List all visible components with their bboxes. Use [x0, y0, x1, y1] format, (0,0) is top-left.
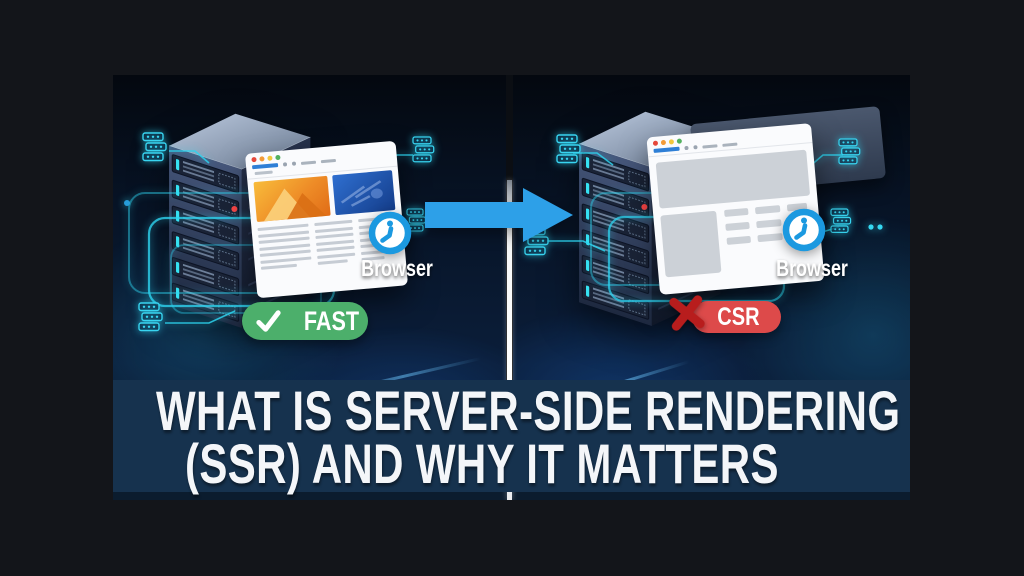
- toolbar-dot-icon: [282, 162, 288, 167]
- minimize-dot-icon: [660, 139, 667, 146]
- title-line-1: WHAT IS SERVER-SIDE RENDERING: [156, 379, 901, 442]
- rendered-content-images: [247, 167, 401, 225]
- mountain-image-icon: [263, 188, 327, 222]
- text-column: [314, 219, 356, 265]
- text-column: [257, 223, 312, 270]
- active-tab-indicator: [251, 163, 279, 170]
- arrow-right-icon: [425, 188, 573, 242]
- secondary-image-rendered: [332, 170, 396, 216]
- close-dot-icon: [251, 156, 257, 163]
- toolbar-dot-icon: [693, 145, 698, 150]
- extra-dot-icon: [676, 138, 683, 144]
- toolbar-dot-icon: [684, 145, 689, 151]
- abstract-image-icon: [341, 180, 384, 207]
- fast-badge-label: FAST: [303, 305, 360, 336]
- csr-badge-label: CSR: [717, 302, 760, 331]
- extra-dot-icon: [275, 154, 281, 161]
- browser-window-rendered: [244, 140, 409, 299]
- clock-icon: [368, 211, 412, 255]
- hero-image-rendered: [253, 175, 332, 223]
- zoom-dot-icon: [668, 139, 675, 145]
- divider-line: [507, 180, 512, 500]
- bookmark-bar: [254, 170, 273, 176]
- toolbar-text-placeholder: [320, 158, 336, 163]
- active-tab-indicator: [653, 146, 680, 153]
- toolbar-text-placeholder: [722, 142, 738, 147]
- checkmark-icon: [256, 309, 281, 332]
- browser-label-text: Browser: [776, 255, 849, 281]
- title-banner: WHAT IS SERVER-SIDE RENDERING (SSR) AND …: [113, 380, 910, 492]
- browser-label: Browser: [765, 255, 860, 282]
- toolbar-text-placeholder: [702, 143, 718, 149]
- close-dot-icon: [652, 140, 659, 146]
- csr-badge: CSR: [692, 301, 781, 333]
- toolbar-text-placeholder: [300, 160, 317, 165]
- browser-label-text: Browser: [361, 255, 433, 281]
- skeleton-column: [724, 207, 754, 272]
- toolbar-dot-icon: [291, 161, 297, 166]
- clock-icon: [782, 208, 826, 252]
- skeleton-image-block: [660, 210, 722, 278]
- cross-icon: [669, 295, 705, 331]
- fast-badge: FAST: [242, 302, 368, 340]
- browser-label: Browser: [351, 255, 443, 282]
- zoom-dot-icon: [267, 155, 273, 161]
- title-line-2: (SSR) AND WHY IT MATTERS: [185, 432, 779, 495]
- minimize-dot-icon: [259, 156, 265, 162]
- skeleton-hero-block: [655, 149, 811, 209]
- ssr-infographic: Browser FAST: [113, 75, 910, 500]
